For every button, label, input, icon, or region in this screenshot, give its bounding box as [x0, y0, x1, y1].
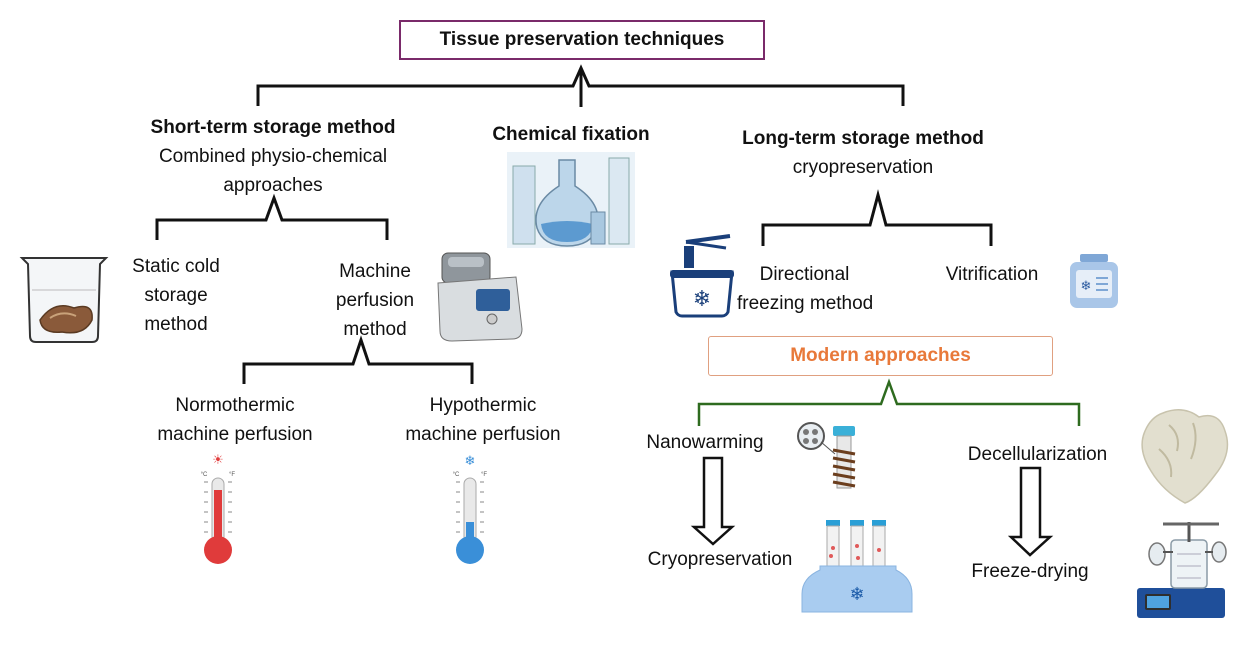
nanowarming-label: Nanowarming	[646, 432, 764, 453]
svg-text:❄: ❄	[1081, 279, 1092, 294]
machine-line3: method	[343, 319, 407, 340]
static-line3: method	[144, 314, 208, 335]
svg-text:❄: ❄	[465, 454, 476, 469]
long-term-bracket	[761, 189, 993, 246]
static-line1: Static cold	[132, 256, 220, 277]
vitrification-label: Vitrification	[945, 264, 1039, 285]
celsius-label-hot: °C	[201, 472, 208, 478]
svg-text:☀: ☀	[212, 453, 224, 468]
short-term-line1: Combined physio-chemical	[158, 146, 388, 167]
arrow-decellularization	[1007, 466, 1054, 557]
modern-heading: Modern approaches	[790, 345, 971, 366]
title-box: Tissue preservation techniques	[399, 20, 765, 60]
perfusion-machine-icon	[437, 252, 523, 342]
static-line2: storage	[144, 285, 208, 306]
arrow-nanowarming	[690, 456, 736, 546]
normo-line1: Normothermic	[175, 395, 295, 416]
chemical-heading: Chemical fixation	[492, 124, 650, 145]
long-term-heading: Long-term storage method	[742, 128, 984, 149]
fahrenheit-label-hot: °F	[229, 472, 235, 478]
short-term-line2: approaches	[223, 175, 323, 196]
beaker-tissue-icon	[19, 257, 109, 343]
short-term-bracket	[155, 193, 389, 240]
modern-bracket	[697, 378, 1081, 426]
decellularization-label: Decellularization	[967, 444, 1108, 465]
perfusion-bracket	[242, 335, 474, 384]
vitrification-container-icon: ❄	[1070, 254, 1118, 308]
machine-line2: perfusion	[335, 290, 415, 311]
svg-text:❄: ❄	[693, 287, 711, 312]
celsius-label-cold: °C	[453, 472, 460, 478]
title-text: Tissue preservation techniques	[439, 29, 725, 50]
svg-text:❄: ❄	[849, 584, 864, 605]
cryopreservation-label: Cryopreservation	[647, 549, 793, 570]
nanowarming-coil-icon	[797, 422, 856, 489]
normo-line2: machine perfusion	[157, 424, 313, 445]
freeze-dryer-icon	[1137, 522, 1227, 618]
modern-box: Modern approaches	[708, 336, 1053, 376]
hypo-line1: Hypothermic	[429, 395, 537, 416]
directional-line2: freezing method	[737, 293, 874, 314]
directional-line1: Directional	[759, 264, 850, 285]
decellularized-heart-icon	[1141, 409, 1229, 504]
cold-thermometer-icon: ❄ °C °F	[453, 454, 487, 564]
hypo-line2: machine perfusion	[405, 424, 561, 445]
long-term-sub: cryopreservation	[792, 157, 934, 178]
short-term-heading: Short-term storage method	[150, 117, 396, 138]
machine-line1: Machine	[339, 261, 411, 282]
freezing-device-icon: ❄	[670, 234, 734, 318]
freeze-drying-label: Freeze-drying	[971, 561, 1089, 582]
glassware-icon	[507, 152, 635, 248]
fahrenheit-label-cold: °F	[481, 472, 487, 478]
cryo-container-icon: ❄	[801, 520, 913, 613]
hot-thermometer-icon: ☀ °C °F	[201, 453, 235, 564]
